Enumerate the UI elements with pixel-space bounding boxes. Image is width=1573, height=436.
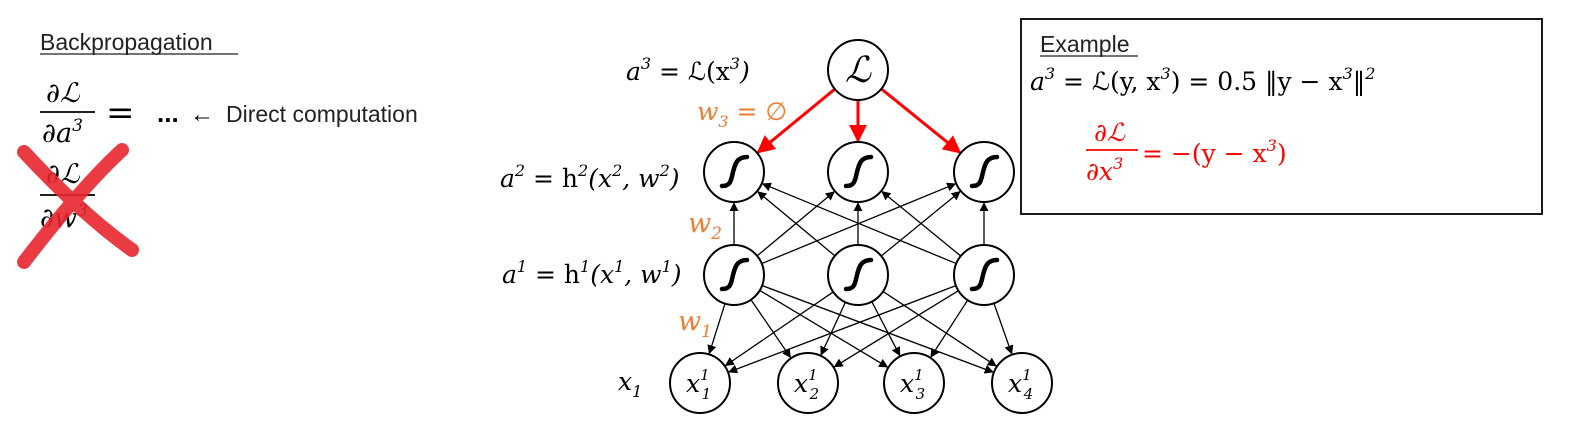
example-title: Example: [1040, 31, 1129, 57]
sigmoid-icon: [969, 154, 1000, 189]
input-node-circle: [991, 352, 1053, 414]
dL-da3-fraction: ∂ℒ ∂a3: [40, 78, 95, 149]
input-node-circle: [669, 352, 731, 414]
hidden1-node-3: [953, 244, 1015, 306]
h1-input-edge-3-2: [833, 290, 959, 368]
example-gradient-rhs: = −(y − x3): [1142, 136, 1287, 168]
input-node-circle: [777, 352, 839, 414]
loss-node: [827, 39, 889, 101]
h1-input-edge-1-1: [707, 303, 726, 355]
frac1-numerator: ∂ℒ: [46, 78, 80, 109]
h1-input-edge-1-2: [750, 299, 792, 359]
h1-input-edge-3-3: [930, 299, 969, 358]
x1-label: x1: [618, 367, 642, 401]
hidden1-node-1: [703, 244, 765, 306]
a1-equation-label: a1 = h1(x1, w1): [502, 257, 682, 289]
w1-label: w1: [678, 306, 712, 342]
example-loss-equation: a3 = ℒ(y, x3) = 0.5 ‖y − x3‖2: [1030, 64, 1375, 97]
sigmoid-icon: [843, 154, 874, 189]
sigmoid-icon: [719, 154, 750, 189]
loss-edge-3: [880, 87, 962, 154]
h1-input-edge-2-3: [871, 301, 901, 357]
h1-input-edge-2-1: [724, 291, 834, 367]
h1-input-edge-1-3: [759, 289, 889, 368]
h1-h2-edge-2-1: [757, 191, 836, 257]
loss-node-glyph: ℒ: [845, 50, 872, 91]
hidden2-node-1: [703, 141, 765, 203]
network-edges: [707, 87, 1014, 374]
w2-label: w2: [688, 208, 722, 244]
example-frac-numerator: ∂ℒ: [1094, 118, 1126, 147]
ellipsis: ...: [157, 98, 179, 128]
sigmoid-icon: [719, 257, 750, 292]
backprop-title: Backpropagation: [40, 29, 213, 55]
h1-input-edge-3-1: [728, 285, 957, 374]
input-node-circle: [883, 352, 945, 414]
h1-input-edge-2-2: [820, 301, 846, 356]
example-gradient: ∂ℒ ∂x3 = −(y − x3): [1086, 118, 1287, 186]
h1-h2-edge-3-1: [761, 182, 957, 265]
h1-input-edge-2-4: [882, 290, 997, 367]
left-arrow-icon: ←: [190, 101, 214, 128]
example-frac-denominator: ∂x3: [1086, 154, 1123, 186]
hidden2-node-2: [827, 141, 889, 203]
hidden2-node-3: [953, 141, 1015, 203]
frac1-denominator: ∂a3: [42, 116, 83, 149]
hidden-nodes: [703, 141, 1015, 306]
frac1-equals: =: [106, 93, 135, 133]
sigmoid-icon: [843, 257, 874, 292]
loss-equation-label: a3 = ℒ(x3): [626, 54, 750, 86]
sigmoid-icon: [969, 257, 1000, 292]
left-panel: Backpropagation ∂ℒ ∂a3 = ... ← Direct co…: [17, 29, 418, 269]
a2-equation-label: a2 = h2(x2, w2): [500, 161, 680, 193]
loss-edge-1: [756, 87, 836, 154]
cross-out-icon: [17, 143, 139, 269]
h1-input-edge-1-4: [761, 284, 994, 374]
h1-h2-edge-3-2: [881, 191, 962, 257]
h1-input-edge-3-4: [993, 303, 1014, 355]
w3-label: w3 = ∅: [697, 97, 787, 131]
example-border: [1020, 18, 1543, 215]
example-box: Example a3 = ℒ(y, x3) = 0.5 ‖y − x3‖2 ∂ℒ…: [1020, 18, 1543, 215]
hidden1-node-2: [827, 244, 889, 306]
direct-computation-label: Direct computation: [226, 101, 418, 127]
